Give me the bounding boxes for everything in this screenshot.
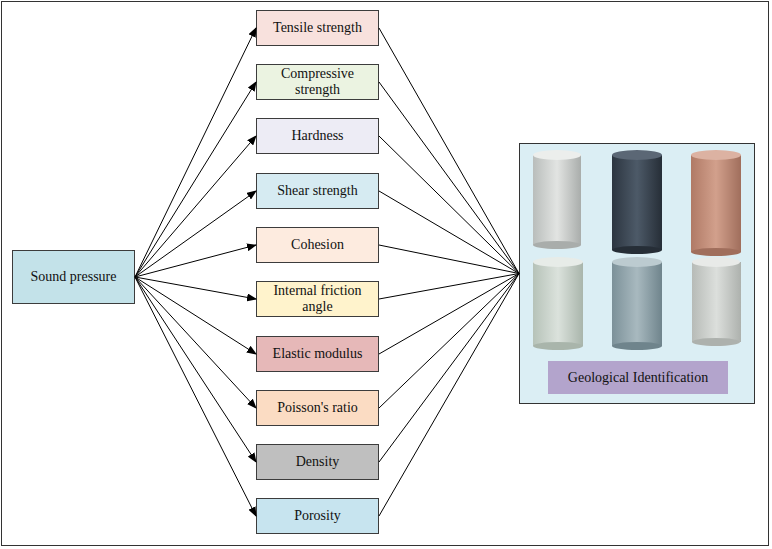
connector-line [379, 274, 519, 409]
property-box: Internal friction angle [256, 281, 379, 317]
connector-line [135, 277, 256, 299]
connector-line [379, 28, 519, 274]
connector-line [379, 274, 519, 300]
panel-label: Geological Identification [548, 361, 728, 394]
property-box: Shear strength [256, 173, 379, 209]
node-label: Tensile strength [273, 20, 362, 36]
source-box: Sound pressure [12, 250, 135, 304]
connector-line [379, 82, 519, 274]
node-label: Cohesion [291, 237, 344, 253]
rock-sample-photos [519, 143, 755, 404]
property-box: Elastic modulus [256, 336, 379, 372]
property-box: Cohesion [256, 227, 379, 263]
connector-line [135, 245, 256, 277]
property-box: Porosity [256, 498, 379, 534]
node-label: Poisson's ratio [277, 400, 358, 416]
property-box: Tensile strength [256, 10, 379, 46]
property-box: Hardness [256, 118, 379, 154]
connector-line [135, 82, 256, 277]
node-label: Elastic modulus [273, 346, 363, 362]
connector-line [379, 136, 519, 274]
connector-line [135, 277, 256, 462]
property-box: Poisson's ratio [256, 390, 379, 426]
connector-line [379, 274, 519, 517]
node-label: Compressive strength [260, 66, 375, 98]
node-label: Density [296, 454, 340, 470]
property-box: Density [256, 444, 379, 480]
property-box: Compressive strength [256, 64, 379, 100]
connector-line [135, 136, 256, 277]
connector-line [379, 245, 519, 274]
connector-line [135, 277, 256, 516]
connector-line [135, 28, 256, 277]
node-label: Internal friction angle [260, 283, 375, 315]
connector-line [379, 274, 519, 355]
connector-line [379, 191, 519, 274]
node-label: Hardness [291, 128, 343, 144]
connector-line [135, 191, 256, 277]
node-label: Sound pressure [31, 269, 117, 285]
node-label: Porosity [294, 508, 341, 524]
connector-line [379, 274, 519, 463]
connector-line [135, 277, 256, 408]
connector-line [135, 277, 256, 354]
node-label: Shear strength [277, 183, 357, 199]
